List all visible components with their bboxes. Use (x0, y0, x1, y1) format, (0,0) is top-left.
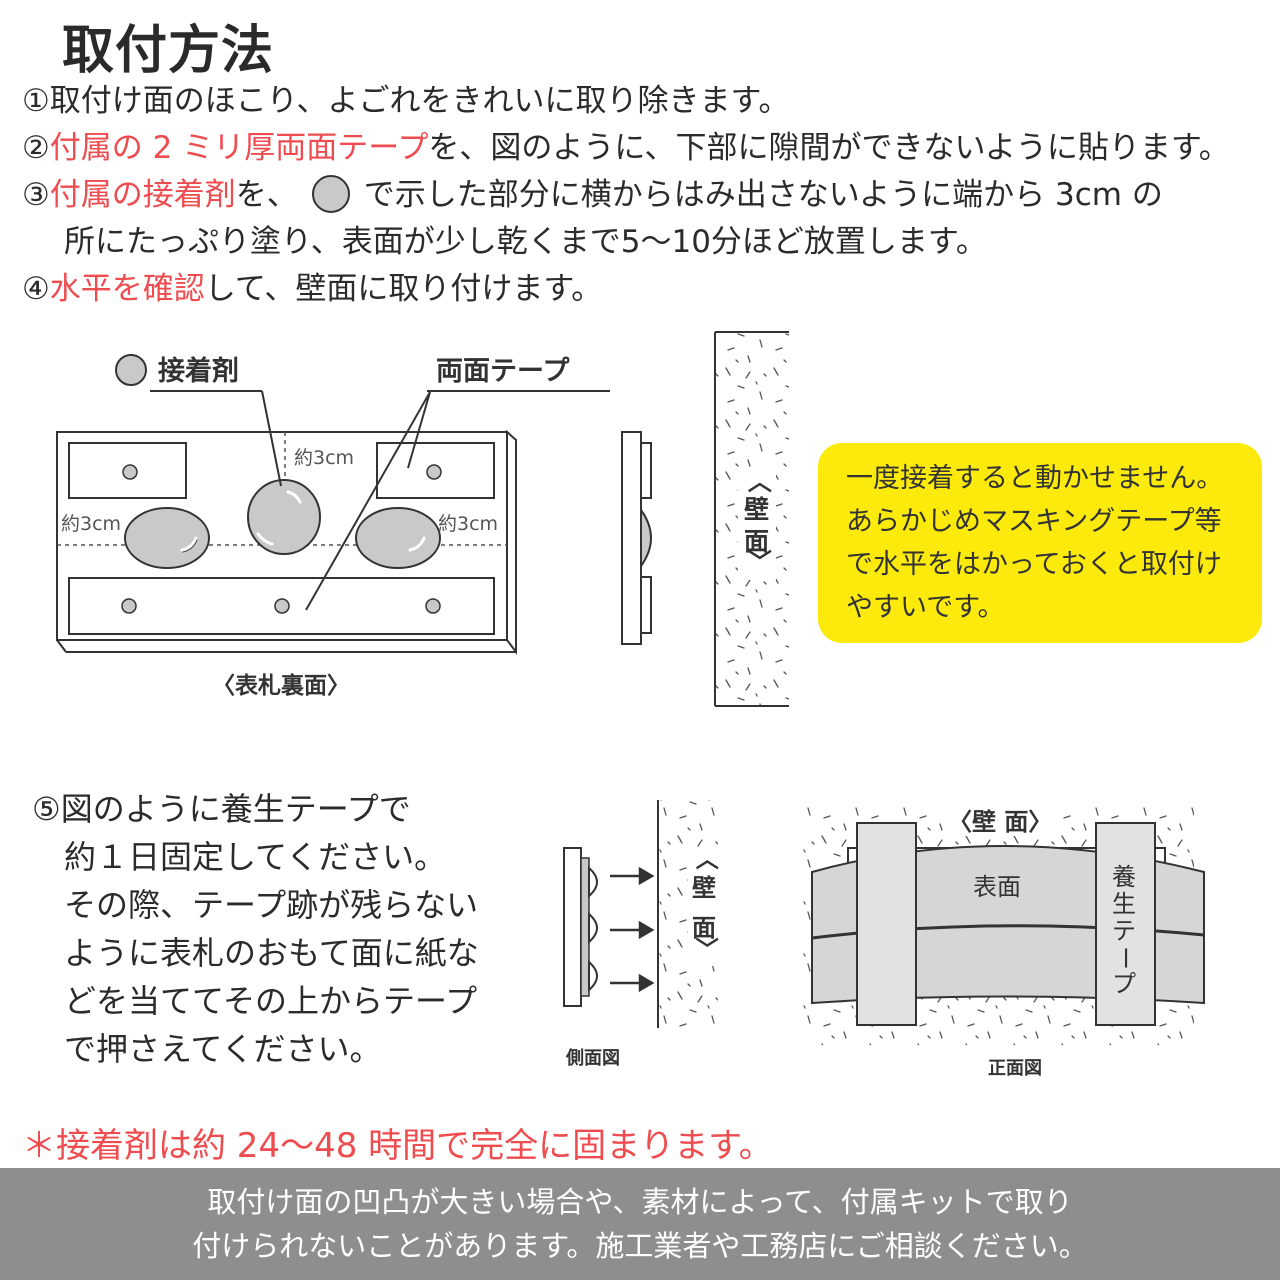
front-view-diagram: 〈壁 面〉 表面 養 生 テ ー プ 正面図 (800, 805, 1205, 1079)
step-4-number: ④ (22, 271, 50, 307)
leader-line-glue (261, 390, 282, 487)
legend-glue-label: 接着剤 (158, 355, 239, 387)
wall-label-bracket-bottom: 〉 (745, 549, 773, 573)
leader-line-tape-2 (305, 391, 431, 611)
step-3: ③付属の接着剤を、 で示した部分に横からはみ出さないように端から 3cm の (22, 172, 1272, 219)
footer-line-2: 付けられないことがあります。施工業者や工務店にご相談ください。 (192, 1229, 1088, 1263)
step-5-line: その際、テープ跡が残らない (64, 886, 479, 924)
glue-bump (640, 506, 652, 570)
dim-label-top: 約3cm (294, 447, 354, 469)
dim-label-left: 約3cm (61, 513, 121, 535)
step-3-number: ③ (22, 177, 50, 213)
cure-time-note: ＊接着剤は約 24～48 時間で完全に固まります。 (22, 1126, 773, 1166)
screw-hole-icon (121, 598, 137, 614)
glue-blob-left (124, 507, 210, 569)
step-5: ⑤図のように養生テープで 約１日固定してください。 その際、テープ跡が残らない … (32, 785, 479, 1073)
nameplate-back-diagram: 接着剤 両面テープ 約3cm 約3cm 約3cm 〈表札裏面〉 (56, 354, 610, 699)
legend-glue-icon (115, 354, 147, 386)
screw-hole-icon (122, 464, 138, 480)
plate-side-view-upper: 〈 壁 面 〉 (621, 331, 789, 707)
step-5-line: で押さえてください。 (64, 1030, 382, 1068)
step-4: ④水平を確認して、壁面に取り付けます。 (22, 266, 1272, 313)
note-line: あらかじめマスキングテープ等 (846, 506, 1222, 537)
leader-line-tape-1 (407, 391, 431, 469)
tape-layer (580, 857, 590, 997)
glue-bump (588, 865, 598, 899)
tape-layer-bottom (640, 576, 652, 634)
wall-label-char-1: 壁 (692, 874, 716, 902)
step-3-text-a: を、 (235, 177, 298, 213)
step-4-highlight: 水平を確認 (49, 271, 205, 307)
tape-label-char-2: 生 (1112, 890, 1136, 918)
wall-label-bracket-top: 〈 (745, 469, 773, 493)
step-5-line: ⑤図のように養生テープで (32, 790, 411, 828)
plate-side-profile (563, 847, 582, 1007)
footer-disclaimer: 取付け面の凹凸が大きい場合や、素材によって、付属キットで取り 付けられないことが… (0, 1168, 1280, 1280)
note-line: やすいです。 (846, 592, 1005, 623)
step-1: ①取付け面のほこり、よごれをきれいに取り除きます。 (22, 83, 790, 119)
wall-label-char-2: 面 (692, 914, 716, 942)
step-5-line: どを当ててその上からテープ (64, 982, 478, 1020)
note-line: 一度接着すると動かせません。 (846, 463, 1224, 494)
wall-label-char-1: 壁 (744, 495, 769, 524)
step-3-text-b: で示した部分に横からはみ出さないように端から 3cm の (363, 177, 1163, 213)
instruction-steps: ①取付け面のほこり、よごれをきれいに取り除きます。 ②付属の 2 ミリ厚両面テー… (22, 78, 1272, 313)
side-view-caption: 側面図 (565, 1047, 620, 1069)
side-view-diagram: 〈 壁 面 〉 側面図 (563, 800, 722, 1069)
screw-hole-icon (425, 598, 441, 614)
wall-label-bracket-bottom: 〉 (693, 937, 719, 960)
nameplate-side-edge (506, 429, 517, 655)
dim-label-right: 約3cm (438, 513, 498, 535)
tape-label-char-3: テ (1112, 917, 1136, 945)
screw-hole-icon (274, 598, 290, 614)
step-3-line-2: 所にたっぷり塗り、表面が少し乾くまで5～10分ほど放置します。 (64, 224, 987, 260)
step-3-highlight: 付属の接着剤 (49, 177, 236, 213)
curing-tape-right (1095, 822, 1156, 1026)
tape-label-char-1: 養 (1112, 863, 1136, 891)
front-wall-label: 〈壁 面〉 (948, 808, 1052, 836)
glue-blob-center (247, 479, 321, 555)
curing-tape-left (856, 822, 917, 1026)
tape-label-char-4: ー (1111, 946, 1139, 970)
legend-tape-label: 両面テープ (436, 356, 570, 387)
push-arrow-icon (610, 866, 655, 993)
step-2-text: を、図のように、下部に隙間ができないように貼ります。 (428, 130, 1230, 166)
plate-side-profile (621, 431, 642, 645)
footer-line-1: 取付け面の凹凸が大きい場合や、素材によって、付属キットで取り (207, 1185, 1073, 1219)
step-4-text: して、壁面に取り付けます。 (204, 271, 603, 307)
step-2-highlight: 付属の 2 ミリ厚両面テープ (49, 130, 429, 166)
nameplate-back-caption: 〈表札裏面〉 (212, 672, 350, 699)
step-5-line: ように表札のおもて面に紙な (64, 934, 479, 972)
glue-dot-icon (311, 175, 350, 213)
step-2-number: ② (22, 130, 50, 166)
step-2: ②付属の 2 ミリ厚両面テープを、図のように、下部に隙間ができないように貼ります… (22, 125, 1272, 172)
page-title: 取付方法 (62, 21, 275, 81)
nameplate-bottom-edge (56, 639, 67, 653)
wall-label-char-2: 面 (744, 527, 769, 556)
front-view-caption: 正面図 (988, 1058, 1042, 1079)
glue-bump (588, 959, 598, 993)
note-line: で水平をはかっておくと取付け (846, 549, 1222, 580)
glue-blob-right (355, 507, 441, 569)
wall-label-bracket-top: 〈 (693, 847, 719, 870)
glue-bump (588, 911, 598, 945)
tape-label-char-5: プ (1112, 970, 1136, 998)
tape-layer-top (640, 442, 652, 499)
step-5-line: 約１日固定してください。 (64, 838, 447, 876)
screw-hole-icon (426, 464, 442, 480)
surface-label: 表面 (973, 873, 1021, 901)
caution-note-box: 一度接着すると動かせません。 あらかじめマスキングテープ等 で水平をはかっておく… (818, 443, 1262, 643)
